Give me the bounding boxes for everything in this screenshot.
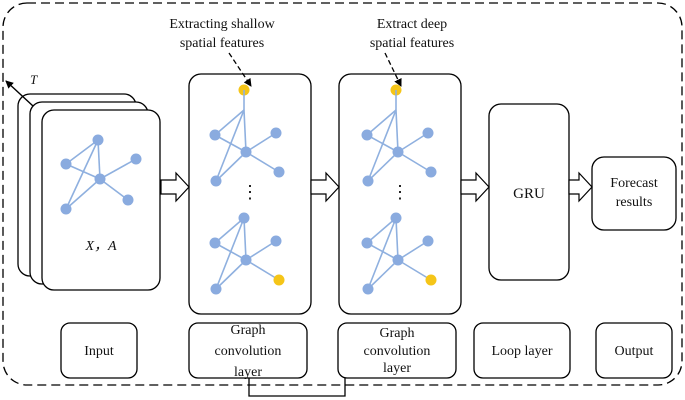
graph-node <box>270 235 282 247</box>
flow-arrow-input-to-gcn1 <box>160 171 190 203</box>
flow-arrow-gcn2-to-gru <box>460 171 490 203</box>
input-graph <box>60 134 142 215</box>
loop-layer-box <box>473 322 571 379</box>
graph-node <box>210 283 222 295</box>
deep-callout-arrow <box>384 52 402 87</box>
input-graph-stack <box>17 93 161 291</box>
graph-node <box>361 237 373 249</box>
graph-node <box>422 127 434 139</box>
input-layer-label: Input <box>84 344 114 359</box>
gcn-layer-2-graph-bottom <box>361 212 437 295</box>
output-layer-label: Output <box>615 344 654 359</box>
gcn-layer-1-label-line2: convolution <box>215 344 282 359</box>
graph-node <box>60 203 72 215</box>
gcn-layer-1-label-line1: Graph <box>231 323 266 338</box>
shallow-callout-arrow <box>228 52 252 87</box>
graph-node <box>361 129 373 141</box>
graph-node <box>240 146 252 158</box>
flow-arrow-gcn1-to-gcn2 <box>310 171 340 203</box>
gcn-layer-1-graph-bottom <box>209 212 285 295</box>
flow-arrows <box>160 171 593 203</box>
time-axis-arrow <box>5 80 34 107</box>
gcn-layer-1-label-line3: layer <box>234 365 262 380</box>
graph-node <box>60 158 72 170</box>
time-axis-label: T <box>30 72 38 87</box>
gcn-layer-2-graph-top <box>361 84 437 187</box>
gcn-layer-2-label-line1: Graph <box>380 326 415 341</box>
shallow-features-label-line2: spatial features <box>180 36 264 51</box>
gcn-layer-2-label-box <box>337 322 457 379</box>
input-layer-box <box>60 322 138 379</box>
outer-frame <box>2 2 683 386</box>
graph-node <box>273 166 285 178</box>
gcn-layer-1-label-box <box>188 322 308 379</box>
graph-node <box>362 283 374 295</box>
ellipsis-1: ⋮ <box>241 182 259 202</box>
graph-node <box>240 254 252 266</box>
graph-node <box>390 212 402 224</box>
loop-layer-label: Loop layer <box>491 344 552 359</box>
graph-node <box>209 129 221 141</box>
shallow-features-label-line1: Extracting shallow <box>169 17 275 32</box>
deep-features-label-line2: spatial features <box>370 36 454 51</box>
graph-node <box>209 237 221 249</box>
gcn-layer-2-label-line3: layer <box>383 361 411 376</box>
graph-node <box>130 153 142 165</box>
graph-node <box>425 166 437 178</box>
graph-node <box>238 212 250 224</box>
forecast-results-box <box>591 156 677 231</box>
input-stack-card-front <box>41 109 161 291</box>
deep-features-label-line1: Extract deep <box>377 17 447 32</box>
ellipsis-2: ⋮ <box>391 182 409 202</box>
graph-node <box>122 194 134 206</box>
graph-node <box>422 235 434 247</box>
graph-node <box>392 254 404 266</box>
gcn-layer-2-label-line2: convolution <box>364 344 431 359</box>
flow-arrow-gru-to-output <box>568 171 593 203</box>
forecast-label-line2: results <box>616 195 653 210</box>
output-layer-box <box>595 322 673 379</box>
graph-node <box>94 173 106 185</box>
shared-layer-bracket <box>248 364 346 397</box>
input-graph-label: X，A <box>84 239 117 254</box>
forecast-label-line1: Forecast <box>610 176 658 191</box>
highlighted-node <box>425 274 437 286</box>
gru-label: GRU <box>513 186 545 202</box>
graph-node <box>270 127 282 139</box>
top-graph-edge-fixups <box>243 90 397 110</box>
highlighted-node <box>273 274 285 286</box>
graph-node <box>92 134 104 146</box>
graph-node <box>210 175 222 187</box>
graph-node <box>362 175 374 187</box>
graph-node <box>392 146 404 158</box>
